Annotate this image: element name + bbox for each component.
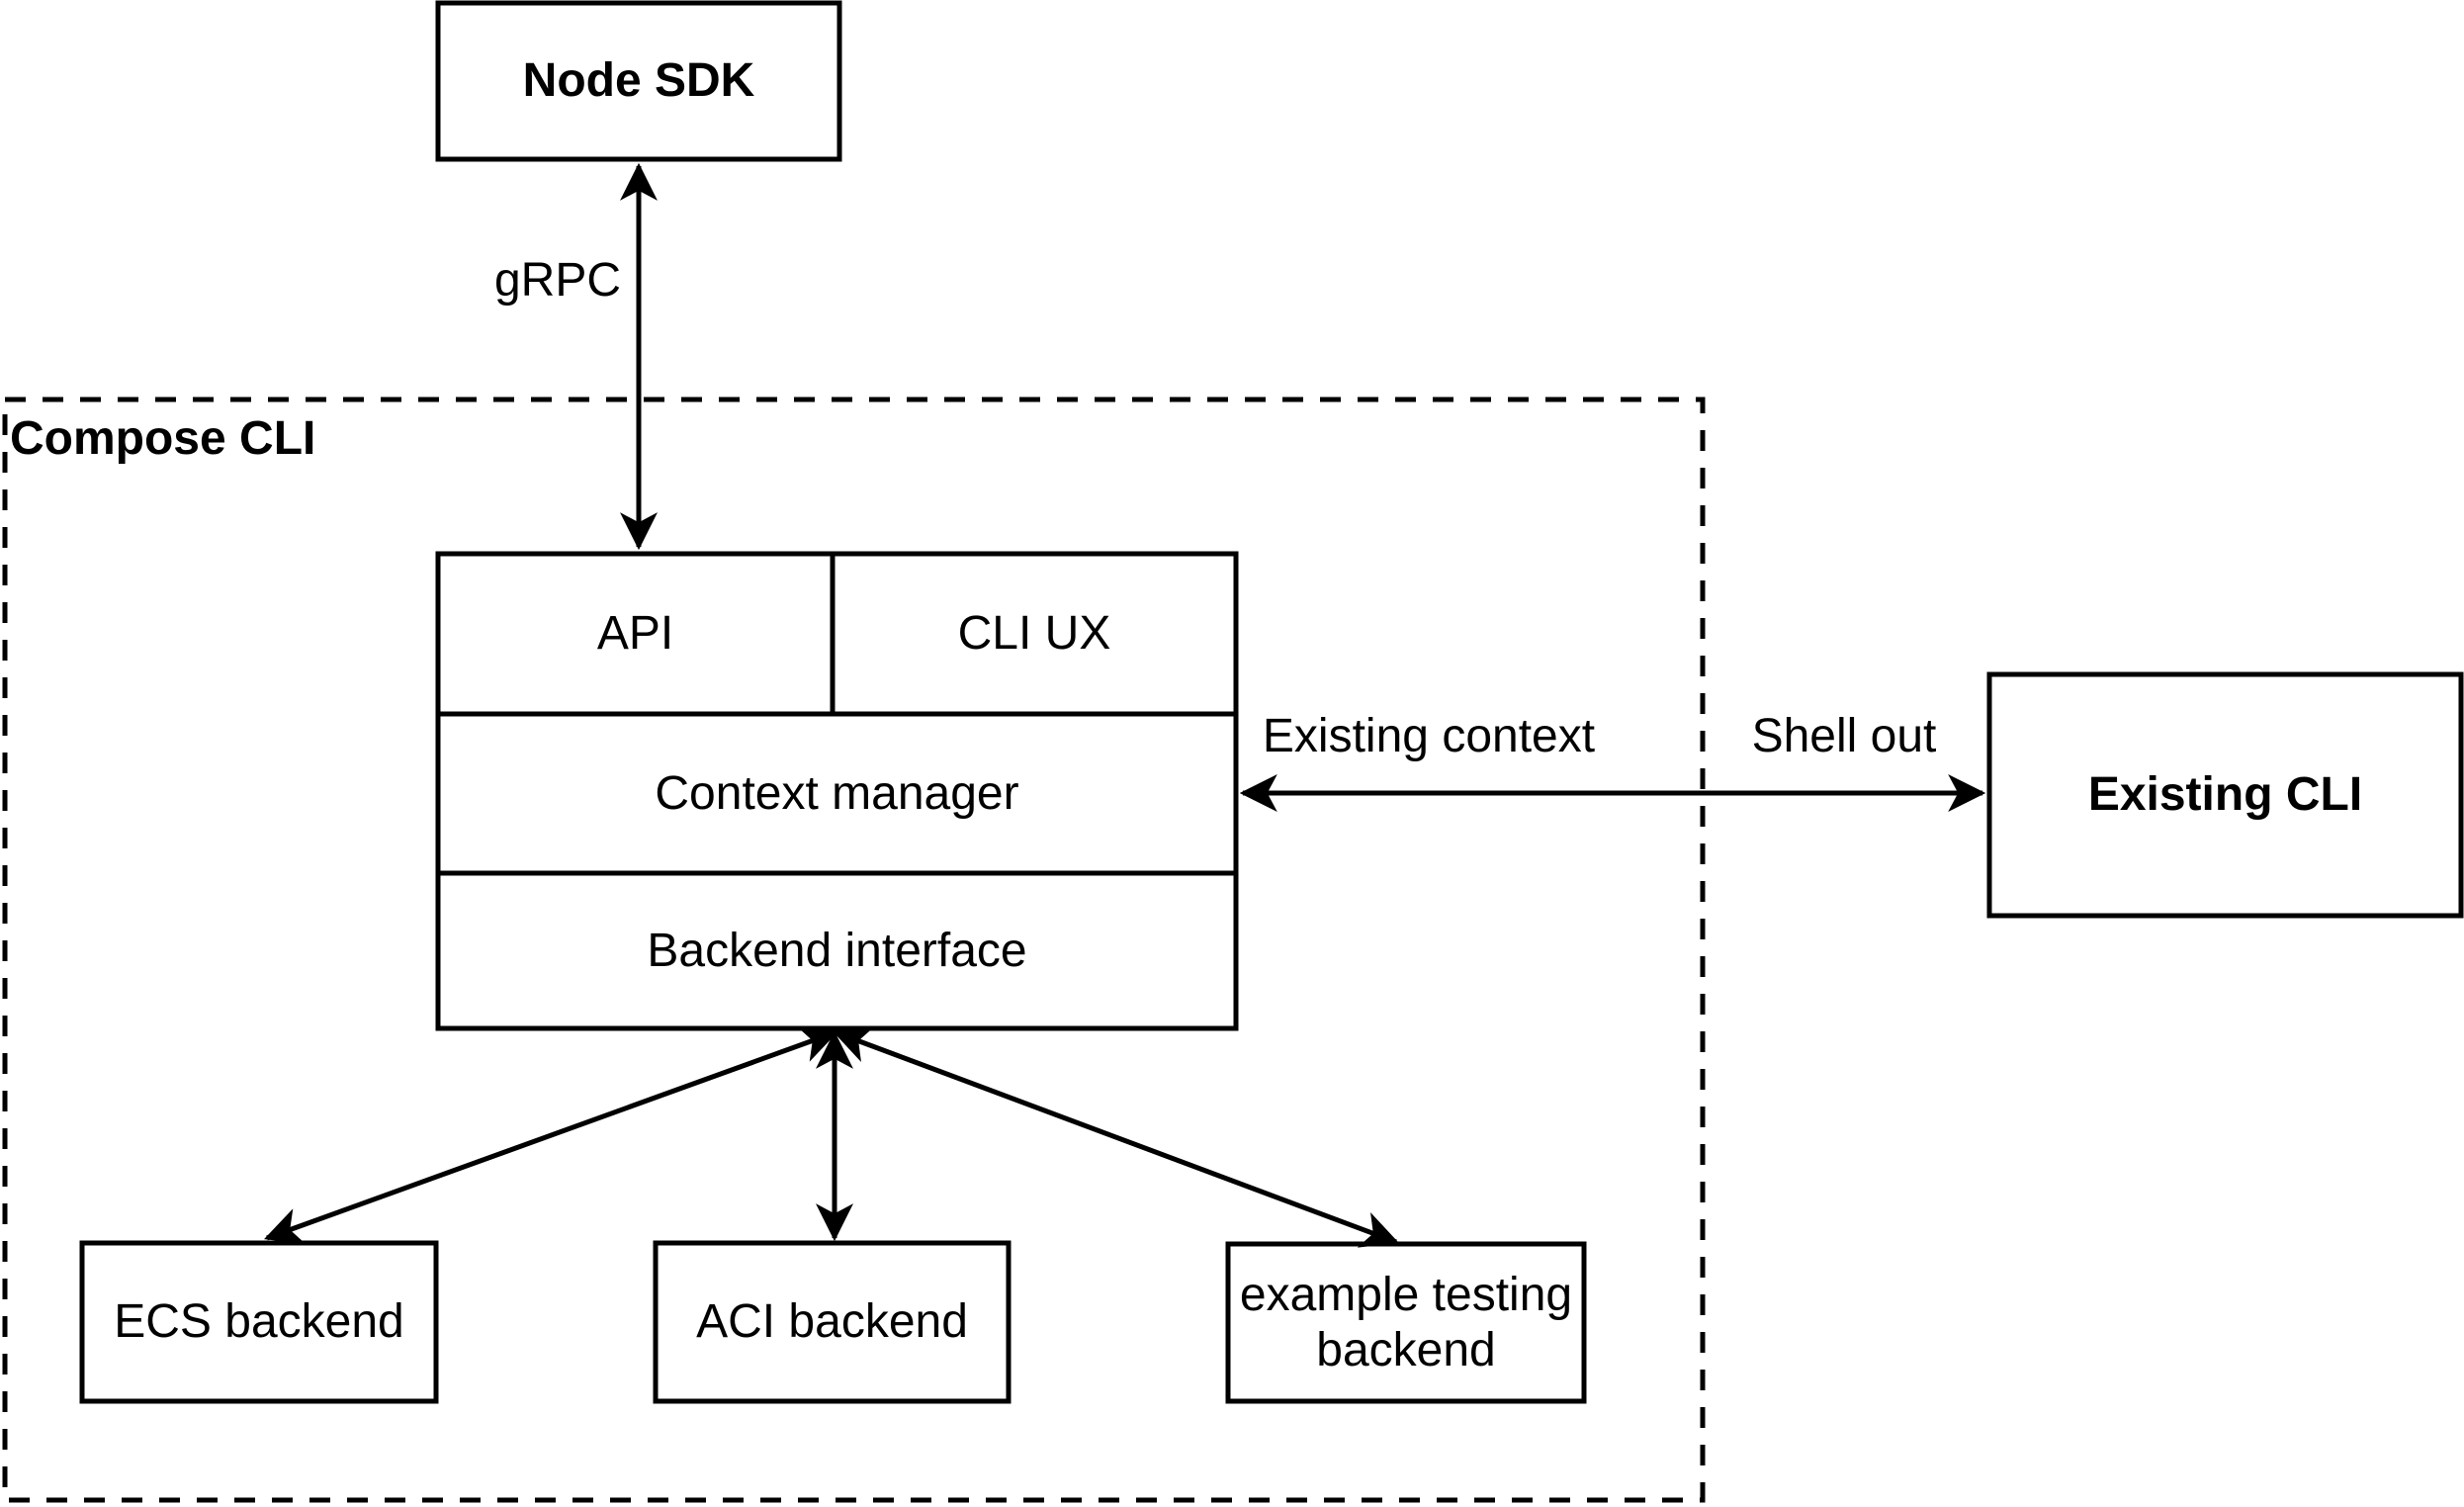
- node-sdk-box-outline: [435, 0, 842, 162]
- ecs-backend-arrow: [264, 1025, 838, 1245]
- existing-cli-box-outline: [1986, 671, 2464, 919]
- main-stack-box-outline: [435, 551, 1239, 1031]
- compose-cli-container-outline: [2, 397, 1706, 1503]
- example-backend-arrow: [833, 1026, 1399, 1248]
- aci-backend-box-outline: [653, 1240, 1012, 1404]
- ecs-backend-box-outline: [79, 1240, 439, 1404]
- example-testing-backend-box-outline: [1225, 1241, 1587, 1404]
